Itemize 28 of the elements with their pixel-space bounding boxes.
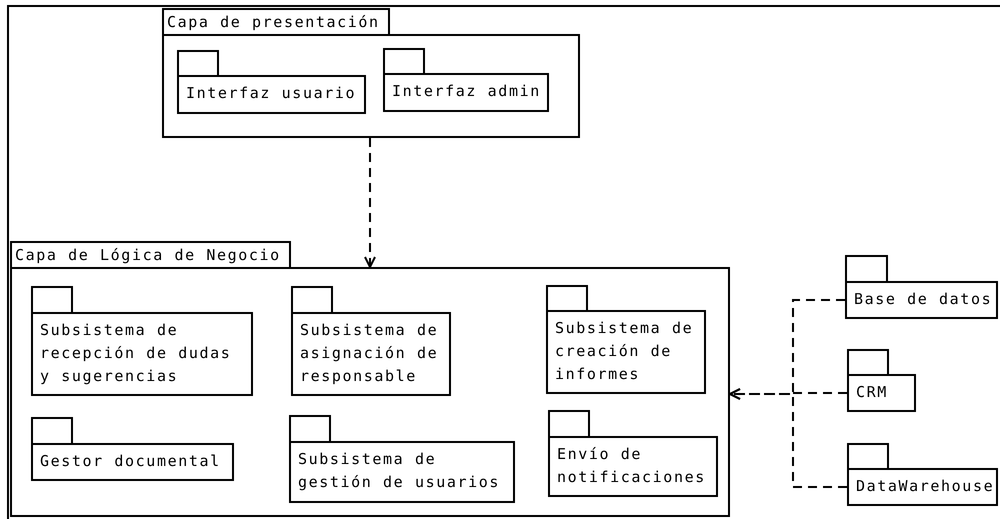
uml-package (291, 286, 451, 396)
package-container (10, 241, 730, 517)
dependency-arrow (729, 388, 847, 488)
package-label: Subsistema de asignación de responsable (300, 320, 440, 387)
uml-package (546, 285, 706, 394)
uml-package (383, 48, 549, 112)
uml-package (847, 349, 916, 412)
uml-package (847, 443, 998, 506)
package-label: Subsistema de creación de informes (555, 318, 694, 385)
package-label: Capa de Lógica de Negocio (15, 245, 281, 266)
package-label: CRM (856, 382, 889, 403)
uml-package (31, 286, 253, 396)
package-label: Gestor documental (40, 451, 222, 472)
uml-package (177, 50, 366, 114)
package-label: Subsistema de recepción de dudas y sugerencias (40, 320, 232, 387)
package-container (162, 8, 580, 138)
uml-package (548, 410, 718, 497)
package-label: Interfaz admin (392, 81, 542, 102)
uml-package (31, 417, 234, 481)
package-label: Capa de presentación (167, 12, 380, 33)
package-label: Base de datos (854, 289, 993, 310)
package-label: DataWarehouse (856, 476, 993, 497)
package-label: Interfaz usuario (186, 83, 358, 104)
uml-package (845, 255, 998, 319)
package-label: Subsistema de gestión de usuarios (298, 449, 501, 493)
package-label: Envío de notificaciones (557, 444, 707, 488)
uml-package (289, 415, 515, 503)
dependency-arrow (364, 138, 376, 268)
